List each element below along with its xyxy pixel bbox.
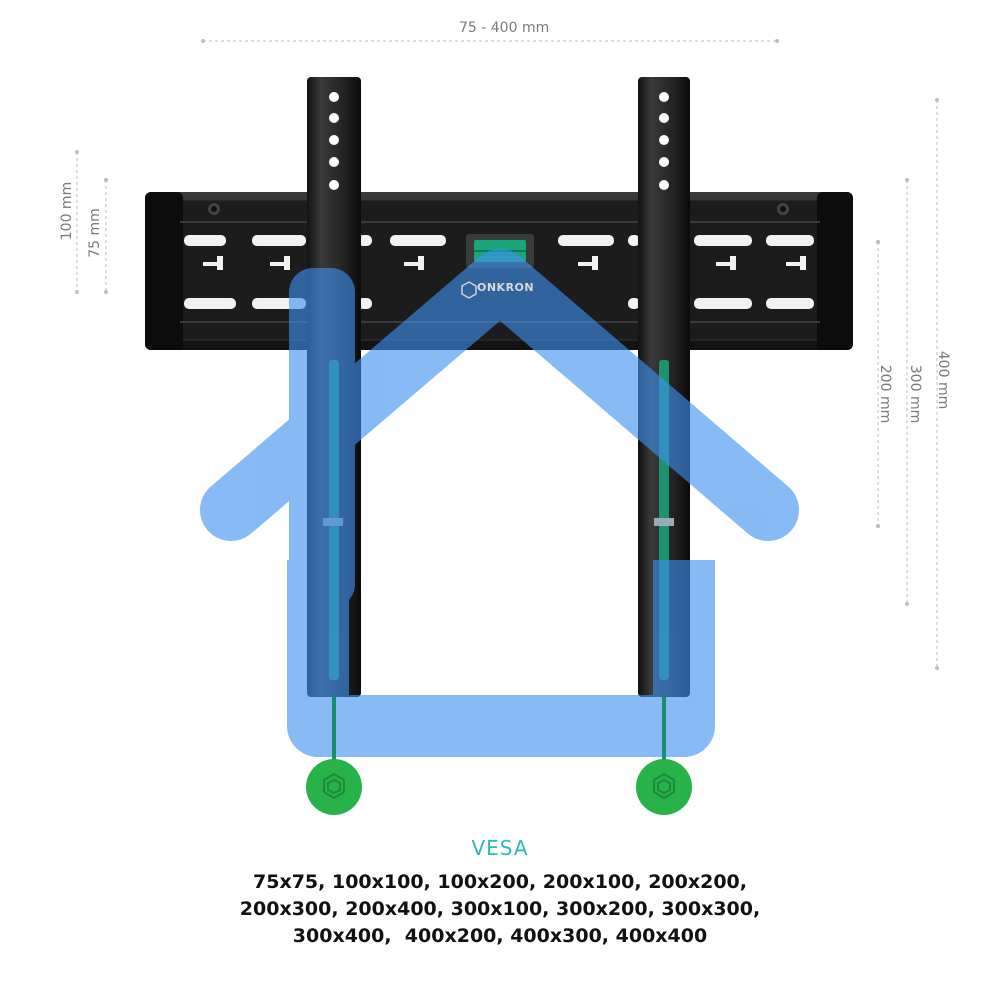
left-inner-dimension-label: 75 mm <box>87 208 103 258</box>
left-green-marker <box>306 759 362 815</box>
vesa-sizes-line-3: 300x400, 400x200, 400x300, 400x400 <box>292 925 708 947</box>
top-dimension-line <box>201 39 779 43</box>
vesa-title: VESA <box>471 836 529 860</box>
brand-label: ONKRON <box>477 281 535 294</box>
right-green-marker <box>636 759 692 815</box>
right-300-dimension-label: 300 mm <box>907 364 923 424</box>
right-200-dimension-label: 200 mm <box>877 364 893 424</box>
cables <box>332 697 666 768</box>
brand-logo-icon <box>461 281 477 299</box>
left-outer-dimension-label: 100 mm <box>59 181 75 241</box>
right-dimension-lines <box>876 98 939 670</box>
house-overlay <box>200 249 799 757</box>
horizontal-range-label: 75 - 400 mm <box>459 20 550 36</box>
left-dimension-lines <box>75 150 108 294</box>
vesa-sizes-line-2: 200x300, 200x400, 300x100, 300x200, 300x… <box>239 898 761 920</box>
vesa-sizes-line-1: 75x75, 100x100, 100x200, 200x100, 200x20… <box>253 871 747 893</box>
right-400-dimension-label: 400 mm <box>935 350 951 410</box>
